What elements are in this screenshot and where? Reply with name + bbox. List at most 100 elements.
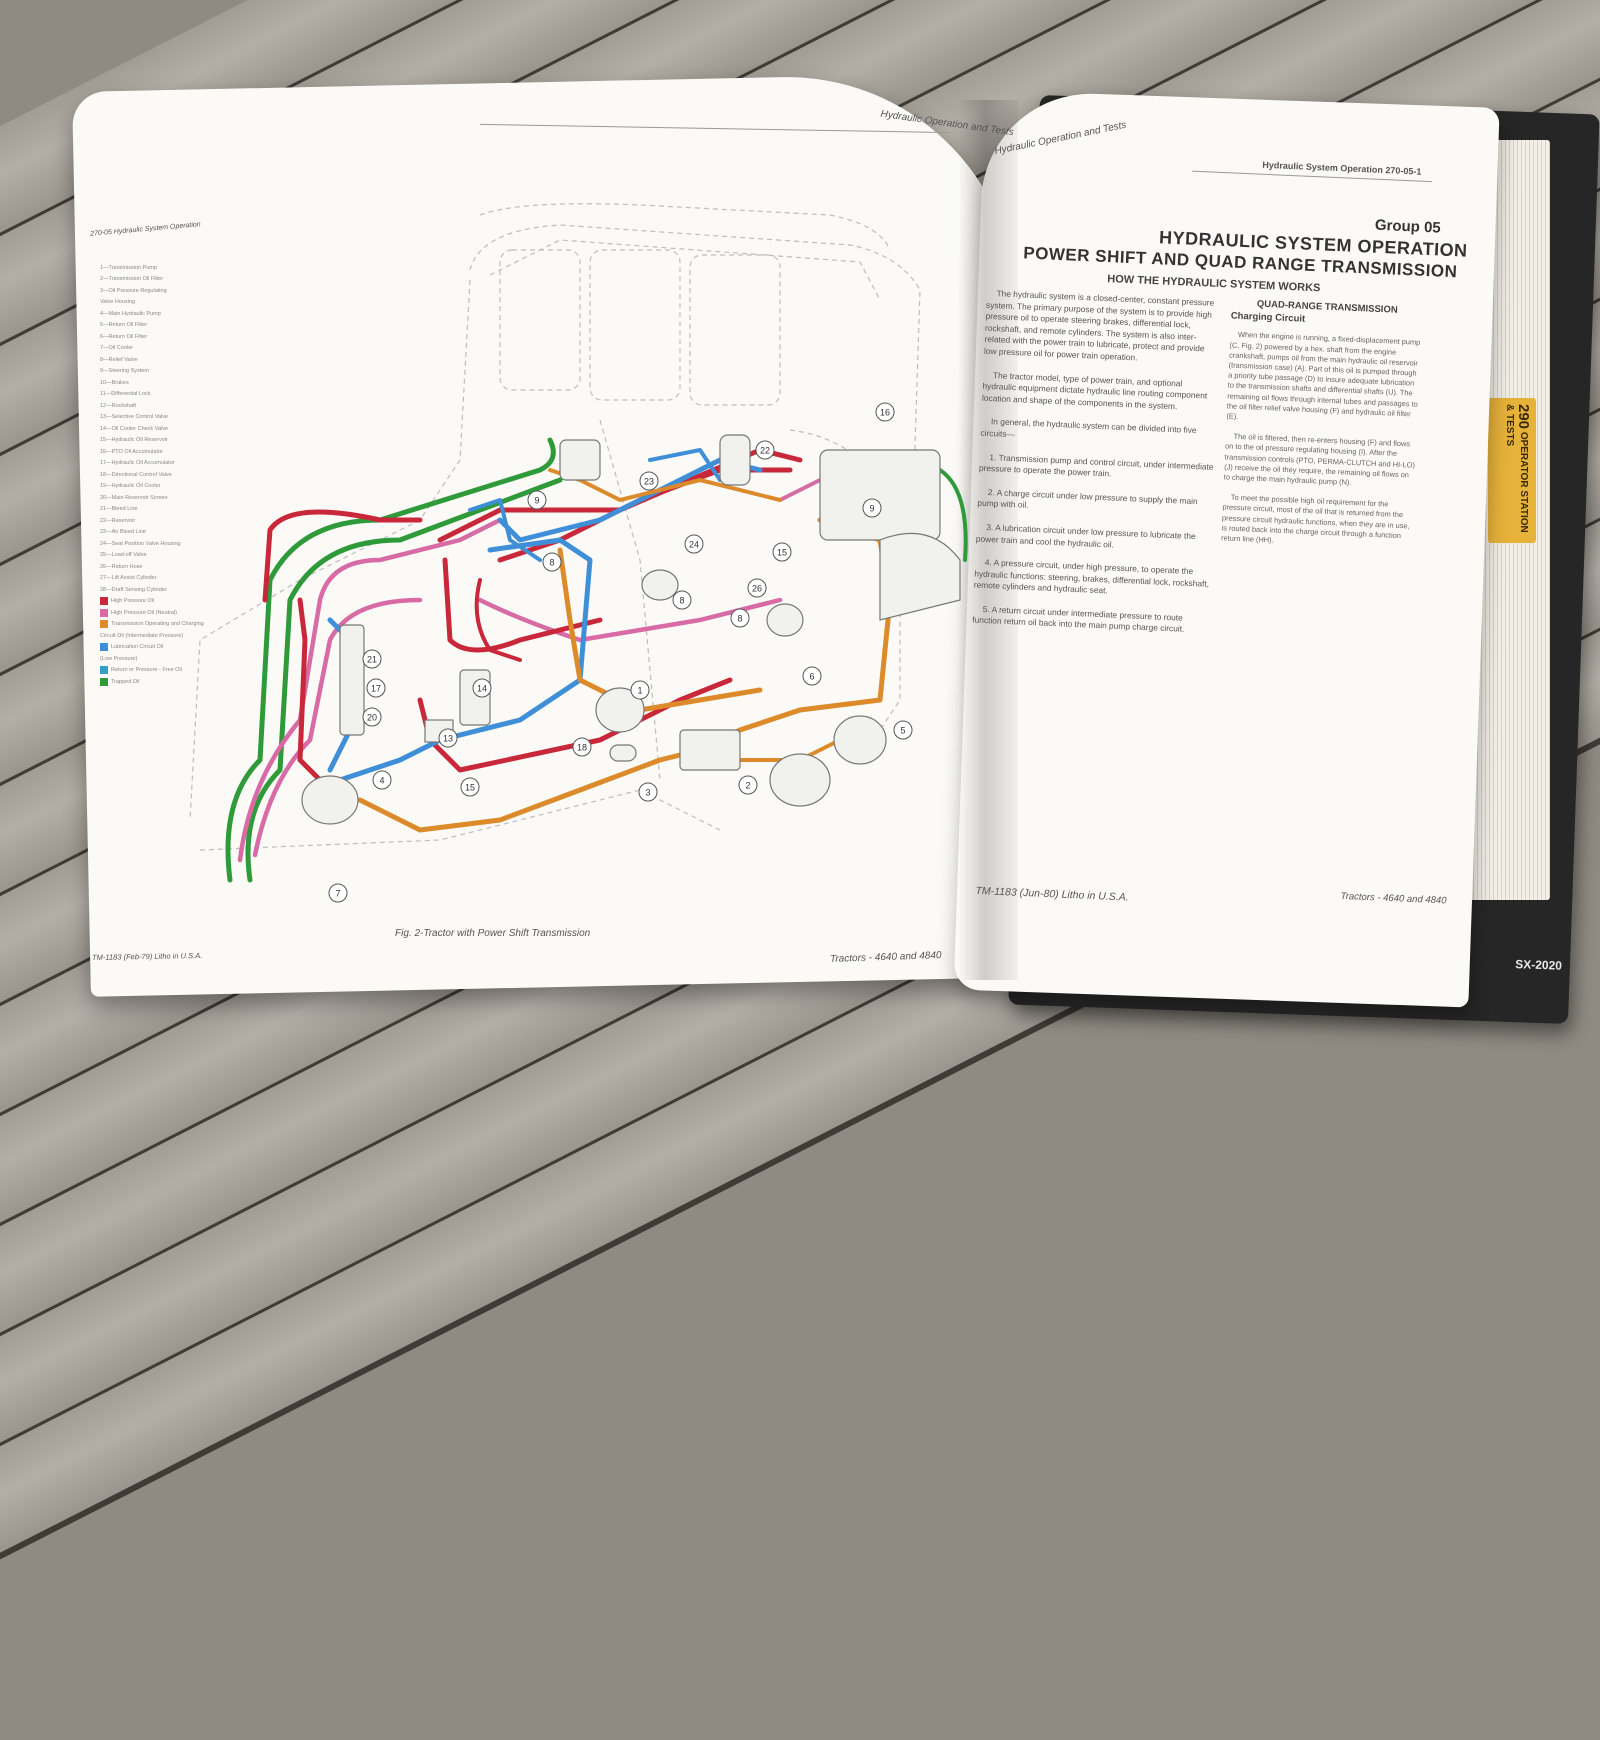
legend-label: High Pressure Oil (Neutral) bbox=[111, 609, 178, 616]
legend-item: 26—Return Hose bbox=[100, 561, 205, 573]
main-hydraulic-pump-component bbox=[301, 775, 359, 825]
callout-number: 9 bbox=[534, 496, 539, 506]
diagram-callout: 2 bbox=[738, 775, 758, 795]
callout-number: 16 bbox=[880, 408, 890, 418]
legend-label: 8—Relief Valve bbox=[100, 356, 138, 363]
legend-label: 22—Reservoir bbox=[100, 517, 136, 524]
legend-label: Valve Housing bbox=[100, 299, 136, 306]
legend-label: 15—Hydraulic Oil Reservoir bbox=[100, 437, 168, 444]
callout-number: 21 bbox=[367, 655, 377, 665]
callout-number: 4 bbox=[379, 776, 384, 786]
legend-item: 18—Directional Control Valve bbox=[100, 469, 205, 481]
callout-number: 13 bbox=[443, 734, 453, 744]
right-footer-left: TM-1183 (Jun-80) Litho in U.S.A. bbox=[975, 884, 1129, 904]
diagram-callout: 18 bbox=[572, 737, 592, 757]
legend-label: 9—Steering System bbox=[100, 368, 149, 375]
legend-item: Circuit Oil (Intermediate Pressure) bbox=[100, 630, 205, 642]
callout-circle bbox=[638, 782, 658, 802]
cab-window-outline bbox=[689, 254, 781, 406]
legend-item: 21—Bleed Line bbox=[100, 504, 205, 516]
callout-circle bbox=[730, 608, 750, 628]
legend-label: 13—Selective Control Valve bbox=[100, 414, 169, 421]
callout-circle bbox=[328, 883, 348, 903]
section-tab-number: 290 bbox=[1515, 404, 1532, 430]
legend-label: 10—Brakes bbox=[100, 379, 129, 386]
callout-circle bbox=[672, 590, 692, 610]
legend-label: 7—Oil Cooler bbox=[100, 345, 134, 352]
right-footer-right: Tractors - 4640 and 4840 bbox=[1340, 890, 1447, 907]
callout-number: 8 bbox=[549, 558, 554, 568]
legend-label: Circuit Oil (Intermediate Pressure) bbox=[100, 632, 184, 639]
differential-component bbox=[879, 532, 961, 621]
open-manual: Hydraulic Operation and Tests 270-05 Hyd… bbox=[72, 72, 1500, 1008]
callout-circle bbox=[875, 402, 895, 422]
paragraph: 5. A return circuit under intermediate p… bbox=[972, 603, 1185, 635]
legend-label: 3—Oil Pressure Regulating bbox=[100, 287, 167, 294]
callout-number: 2 bbox=[745, 781, 750, 791]
legend-label: 24—Seat Position Valve Housing bbox=[100, 540, 181, 547]
legend-item: 10—Brakes bbox=[100, 377, 205, 389]
callout-number: 15 bbox=[465, 783, 475, 793]
diagram-callout: 9 bbox=[527, 490, 547, 510]
paragraph: 1. Transmission pump and control circuit… bbox=[978, 451, 1214, 479]
legend-swatch bbox=[100, 608, 108, 617]
high-pressure-oil-line bbox=[474, 578, 522, 662]
legend-label: 27—Lift Assist Cylinder bbox=[100, 575, 157, 582]
callout-circle bbox=[802, 666, 822, 686]
legend-item: High Pressure Oil bbox=[100, 596, 205, 608]
paragraph: In general, the hydraulic system can be … bbox=[980, 416, 1197, 440]
legend-label: 1—Transmission Pump bbox=[100, 264, 157, 271]
legend-item: Transmission Operating and Charging bbox=[100, 619, 205, 631]
legend-label: Return or Pressure - Free Oil bbox=[111, 667, 182, 674]
legend-item: 23—Air Bleed Line bbox=[100, 527, 205, 539]
diagram-callout: 1 bbox=[630, 680, 650, 700]
diagram-callout: 8 bbox=[542, 552, 562, 572]
text-column-right: QUAD-RANGE TRANSMISSION Charging Circuit… bbox=[1220, 299, 1423, 562]
callout-circle bbox=[862, 498, 882, 518]
legend-label: 12—Rockshaft bbox=[100, 402, 137, 409]
callout-number: 23 bbox=[644, 477, 654, 487]
legend-item: 19—Hydraulic Oil Cooler bbox=[100, 481, 205, 493]
legend-label: 23—Air Bleed Line bbox=[100, 529, 146, 536]
check-valve-component bbox=[559, 439, 601, 481]
group-number: Group 05 bbox=[1374, 216, 1442, 237]
text-column-left: The hydraulic system is a closed-center,… bbox=[971, 288, 1221, 649]
callout-number: 8 bbox=[737, 614, 742, 624]
legend-item: 8—Relief Valve bbox=[100, 354, 205, 366]
callout-number: 20 bbox=[367, 713, 377, 723]
legend-item: 4—Main Hydraulic Pump bbox=[100, 308, 205, 320]
callout-number: 15 bbox=[777, 548, 787, 558]
diagram-callout: 22 bbox=[755, 440, 775, 460]
legend-label: 6—Return Oil Filter bbox=[100, 333, 148, 340]
diagram-callout: 26 bbox=[747, 578, 767, 598]
paragraph: When the engine is running, a fixed-disp… bbox=[1226, 330, 1421, 421]
legend-item: Valve Housing bbox=[100, 297, 205, 309]
diagram-callout: 16 bbox=[875, 402, 895, 422]
legend-label: Lubrication Circuit Oil bbox=[111, 644, 164, 651]
legend-label: 4—Main Hydraulic Pump bbox=[100, 310, 161, 317]
rockshaft-housing-component bbox=[819, 449, 941, 541]
callout-circle bbox=[542, 552, 562, 572]
legend-label: Trapped Oil bbox=[111, 678, 140, 685]
callout-number: 24 bbox=[689, 540, 699, 550]
legend-item: 20—Main Reservoir Screen bbox=[100, 492, 205, 504]
legend-swatch bbox=[100, 620, 108, 629]
legend-label: 19—Hydraulic Oil Cooler bbox=[100, 483, 161, 490]
legend-swatch bbox=[100, 677, 108, 686]
directional-control-valve-component bbox=[609, 744, 637, 762]
legend-item: 24—Seat Position Valve Housing bbox=[100, 538, 205, 550]
relief-valve-component bbox=[766, 603, 804, 637]
lubrication-oil-line bbox=[648, 448, 722, 482]
section-tab[interactable]: 290 OPERATOR STATION & TESTS bbox=[1488, 398, 1536, 543]
legend-label: 18—Directional Control Valve bbox=[100, 471, 172, 478]
lubrication-oil-line bbox=[337, 537, 593, 783]
book-gutter bbox=[958, 100, 1018, 980]
legend-label: 26—Return Hose bbox=[100, 563, 143, 570]
legend-item: 6—Return Oil Filter bbox=[100, 331, 205, 343]
callout-circle bbox=[684, 534, 704, 554]
diagram-callout: 20 bbox=[362, 707, 382, 727]
left-footer-left: TM-1183 (Feb-79) Litho in U.S.A. bbox=[91, 951, 203, 962]
legend-item: 28—Draft Sensing Cylinder bbox=[100, 584, 205, 596]
